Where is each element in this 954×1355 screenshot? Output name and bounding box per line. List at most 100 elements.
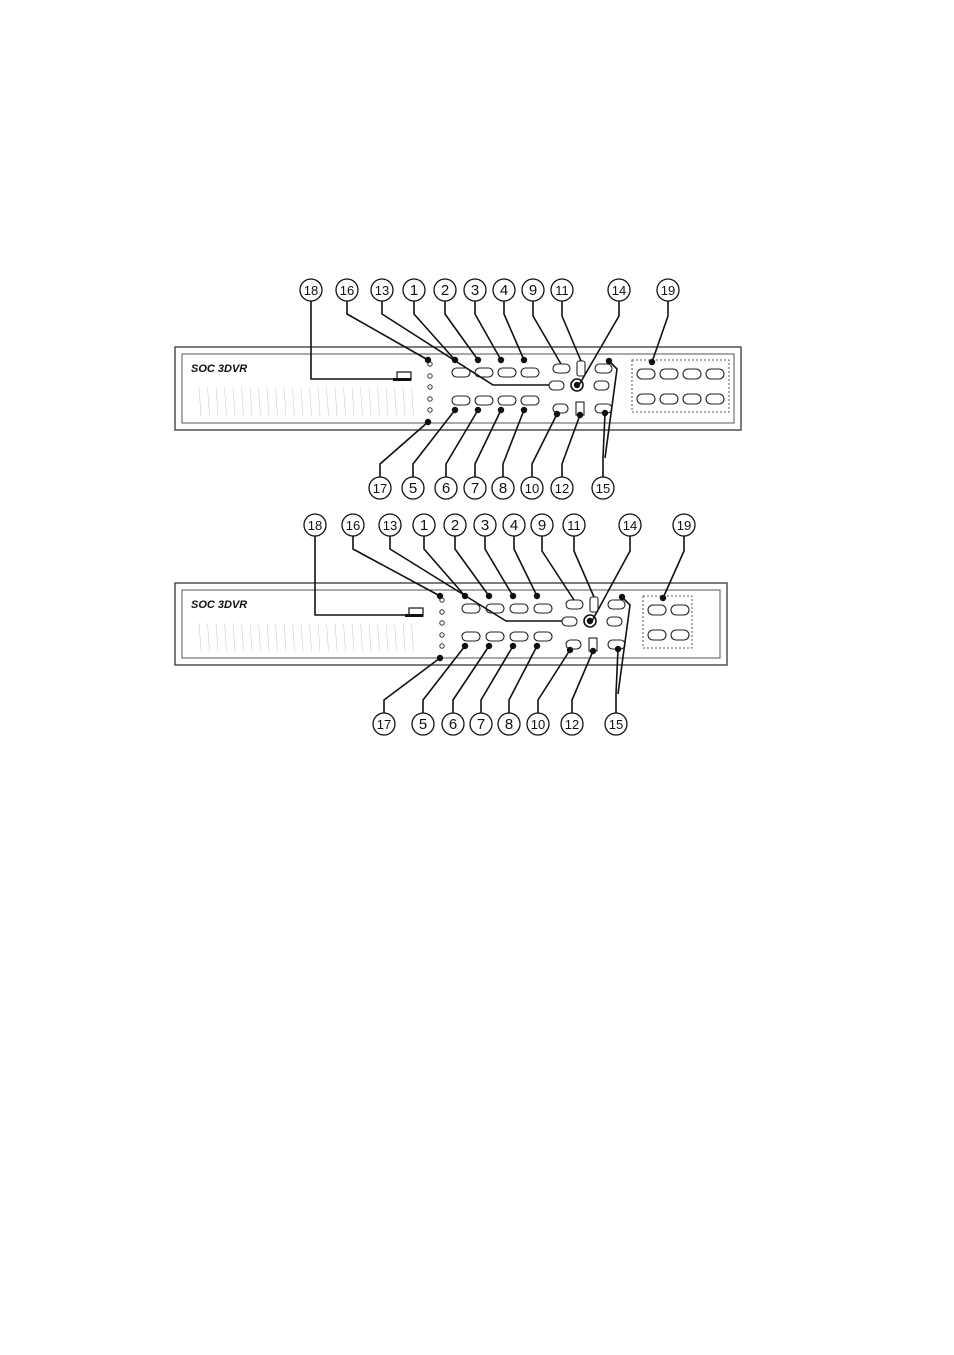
callout-3: 3	[481, 517, 489, 534]
button-14-bottom	[607, 617, 622, 626]
callout-8: 8	[499, 480, 507, 497]
channel-button-top	[534, 604, 552, 613]
callout-12: 12	[555, 481, 569, 496]
callout-15: 15	[596, 481, 610, 496]
button-13	[562, 617, 577, 626]
callout-13: 13	[383, 518, 397, 533]
callout-15: 15	[609, 717, 623, 732]
callout-16: 16	[346, 518, 360, 533]
channel-button-top	[521, 368, 539, 377]
leader-dot-15-upper	[619, 594, 625, 600]
status-led	[428, 374, 432, 378]
keypad-button	[671, 630, 689, 640]
chassis-outer	[175, 583, 727, 665]
channel-button-bottom	[452, 396, 470, 405]
dvr-panel-1: SOC 3DVR18161312349111419175678101215	[175, 279, 741, 499]
leader-dot-15	[602, 410, 608, 416]
channel-button-bottom	[534, 632, 552, 641]
channel-button-bottom	[521, 396, 539, 405]
callout-12: 12	[565, 717, 579, 732]
callout-7: 7	[477, 716, 485, 733]
callout-8: 8	[505, 716, 513, 733]
button-11	[577, 361, 585, 376]
callout-14: 14	[612, 283, 626, 298]
callout-3: 3	[471, 282, 479, 299]
leader-dot-15	[615, 646, 621, 652]
keypad-button	[706, 394, 724, 404]
status-led	[440, 621, 444, 625]
channel-button-bottom	[462, 632, 480, 641]
keypad-button	[660, 369, 678, 379]
keypad-button	[660, 394, 678, 404]
channel-button-bottom	[486, 632, 504, 641]
callout-5: 5	[409, 480, 417, 497]
callout-13: 13	[375, 283, 389, 298]
callout-11: 11	[567, 518, 581, 533]
keypad-button	[648, 605, 666, 615]
leader-17	[384, 658, 440, 713]
status-led	[428, 397, 432, 401]
button-11	[590, 597, 598, 612]
callout-10: 10	[531, 717, 545, 732]
channel-button-top	[486, 604, 504, 613]
channel-button-bottom	[498, 396, 516, 405]
button-14-top	[595, 364, 612, 373]
status-led	[428, 385, 432, 389]
channel-button-top	[462, 604, 480, 613]
leader-dot-10	[554, 411, 560, 417]
button-13	[549, 381, 564, 390]
leader-dot-12	[577, 412, 583, 418]
callout-17: 17	[373, 481, 387, 496]
leader-dot-10	[567, 647, 573, 653]
keypad-button	[637, 369, 655, 379]
channel-button-bottom	[510, 632, 528, 641]
keypad-button	[648, 630, 666, 640]
callout-6: 6	[442, 480, 450, 497]
leader-dot-12	[590, 648, 596, 654]
callout-1: 1	[420, 517, 428, 534]
keypad-button	[671, 605, 689, 615]
callout-10: 10	[525, 481, 539, 496]
status-led	[440, 633, 444, 637]
callout-11: 11	[555, 283, 569, 298]
callout-1: 1	[410, 282, 418, 299]
callout-2: 2	[441, 282, 449, 299]
status-led	[428, 408, 432, 412]
keypad-button	[637, 394, 655, 404]
channel-button-top	[498, 368, 516, 377]
callout-4: 4	[510, 517, 518, 534]
callout-2: 2	[451, 517, 459, 534]
callout-19: 19	[661, 283, 675, 298]
channel-button-top	[510, 604, 528, 613]
callout-19: 19	[677, 518, 691, 533]
model-label: SOC 3DVR	[191, 363, 247, 375]
leader-dot-15-upper	[606, 358, 612, 364]
callout-5: 5	[419, 716, 427, 733]
channel-button-bottom	[475, 396, 493, 405]
callout-17: 17	[377, 717, 391, 732]
button-14-bottom	[594, 381, 609, 390]
callout-9: 9	[538, 517, 546, 534]
status-led	[440, 610, 444, 614]
callout-6: 6	[449, 716, 457, 733]
callout-18: 18	[308, 518, 322, 533]
disc-tray-base	[405, 614, 423, 617]
callout-7: 7	[471, 480, 479, 497]
disc-tray-base	[393, 378, 411, 381]
button-14-top	[608, 600, 625, 609]
status-led	[440, 644, 444, 648]
keypad-button	[683, 394, 701, 404]
button-9	[566, 600, 583, 609]
callout-9: 9	[529, 282, 537, 299]
callout-4: 4	[500, 282, 508, 299]
callout-14: 14	[623, 518, 637, 533]
keypad-button	[706, 369, 724, 379]
callout-16: 16	[340, 283, 354, 298]
callout-18: 18	[304, 283, 318, 298]
keypad-button	[683, 369, 701, 379]
model-label: SOC 3DVR	[191, 599, 247, 611]
button-9	[553, 364, 570, 373]
